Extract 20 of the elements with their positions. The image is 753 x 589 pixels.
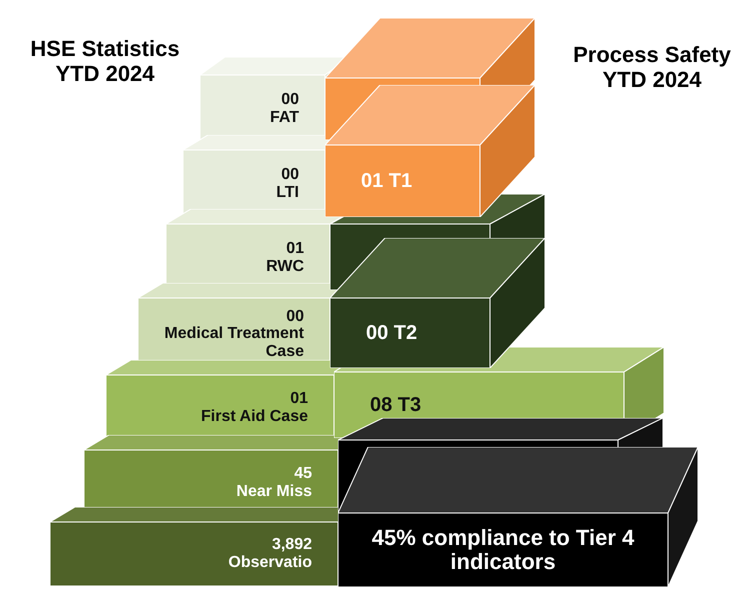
heading: Process Safety YTD 2024 (572, 42, 732, 93)
block-value: 45 (293, 465, 312, 483)
block-label: Near Miss (235, 483, 312, 501)
block-label: Medical Treatment Case (163, 325, 304, 360)
block-label: First Aid Case (200, 408, 308, 426)
block-label: 01 T1 (361, 170, 414, 192)
block-label: Observatio (227, 554, 312, 572)
block-label: FAT (268, 109, 299, 127)
heading: HSE Statistics YTD 2024 (29, 36, 181, 87)
block-value: 00 (285, 308, 304, 326)
block-value: 01 (289, 390, 308, 408)
block-label: LTI (275, 184, 299, 202)
block-value: 01 (285, 240, 304, 258)
block-value: 00 (280, 91, 299, 109)
block-label: 45% compliance to Tier 4 indicators (370, 526, 636, 574)
block-label: 08 T3 (370, 394, 422, 416)
block-label: RWC (265, 258, 304, 276)
block-label: 00 T2 (366, 322, 418, 344)
block-value: 00 (280, 166, 299, 184)
block-value: 3,892 (270, 536, 312, 554)
